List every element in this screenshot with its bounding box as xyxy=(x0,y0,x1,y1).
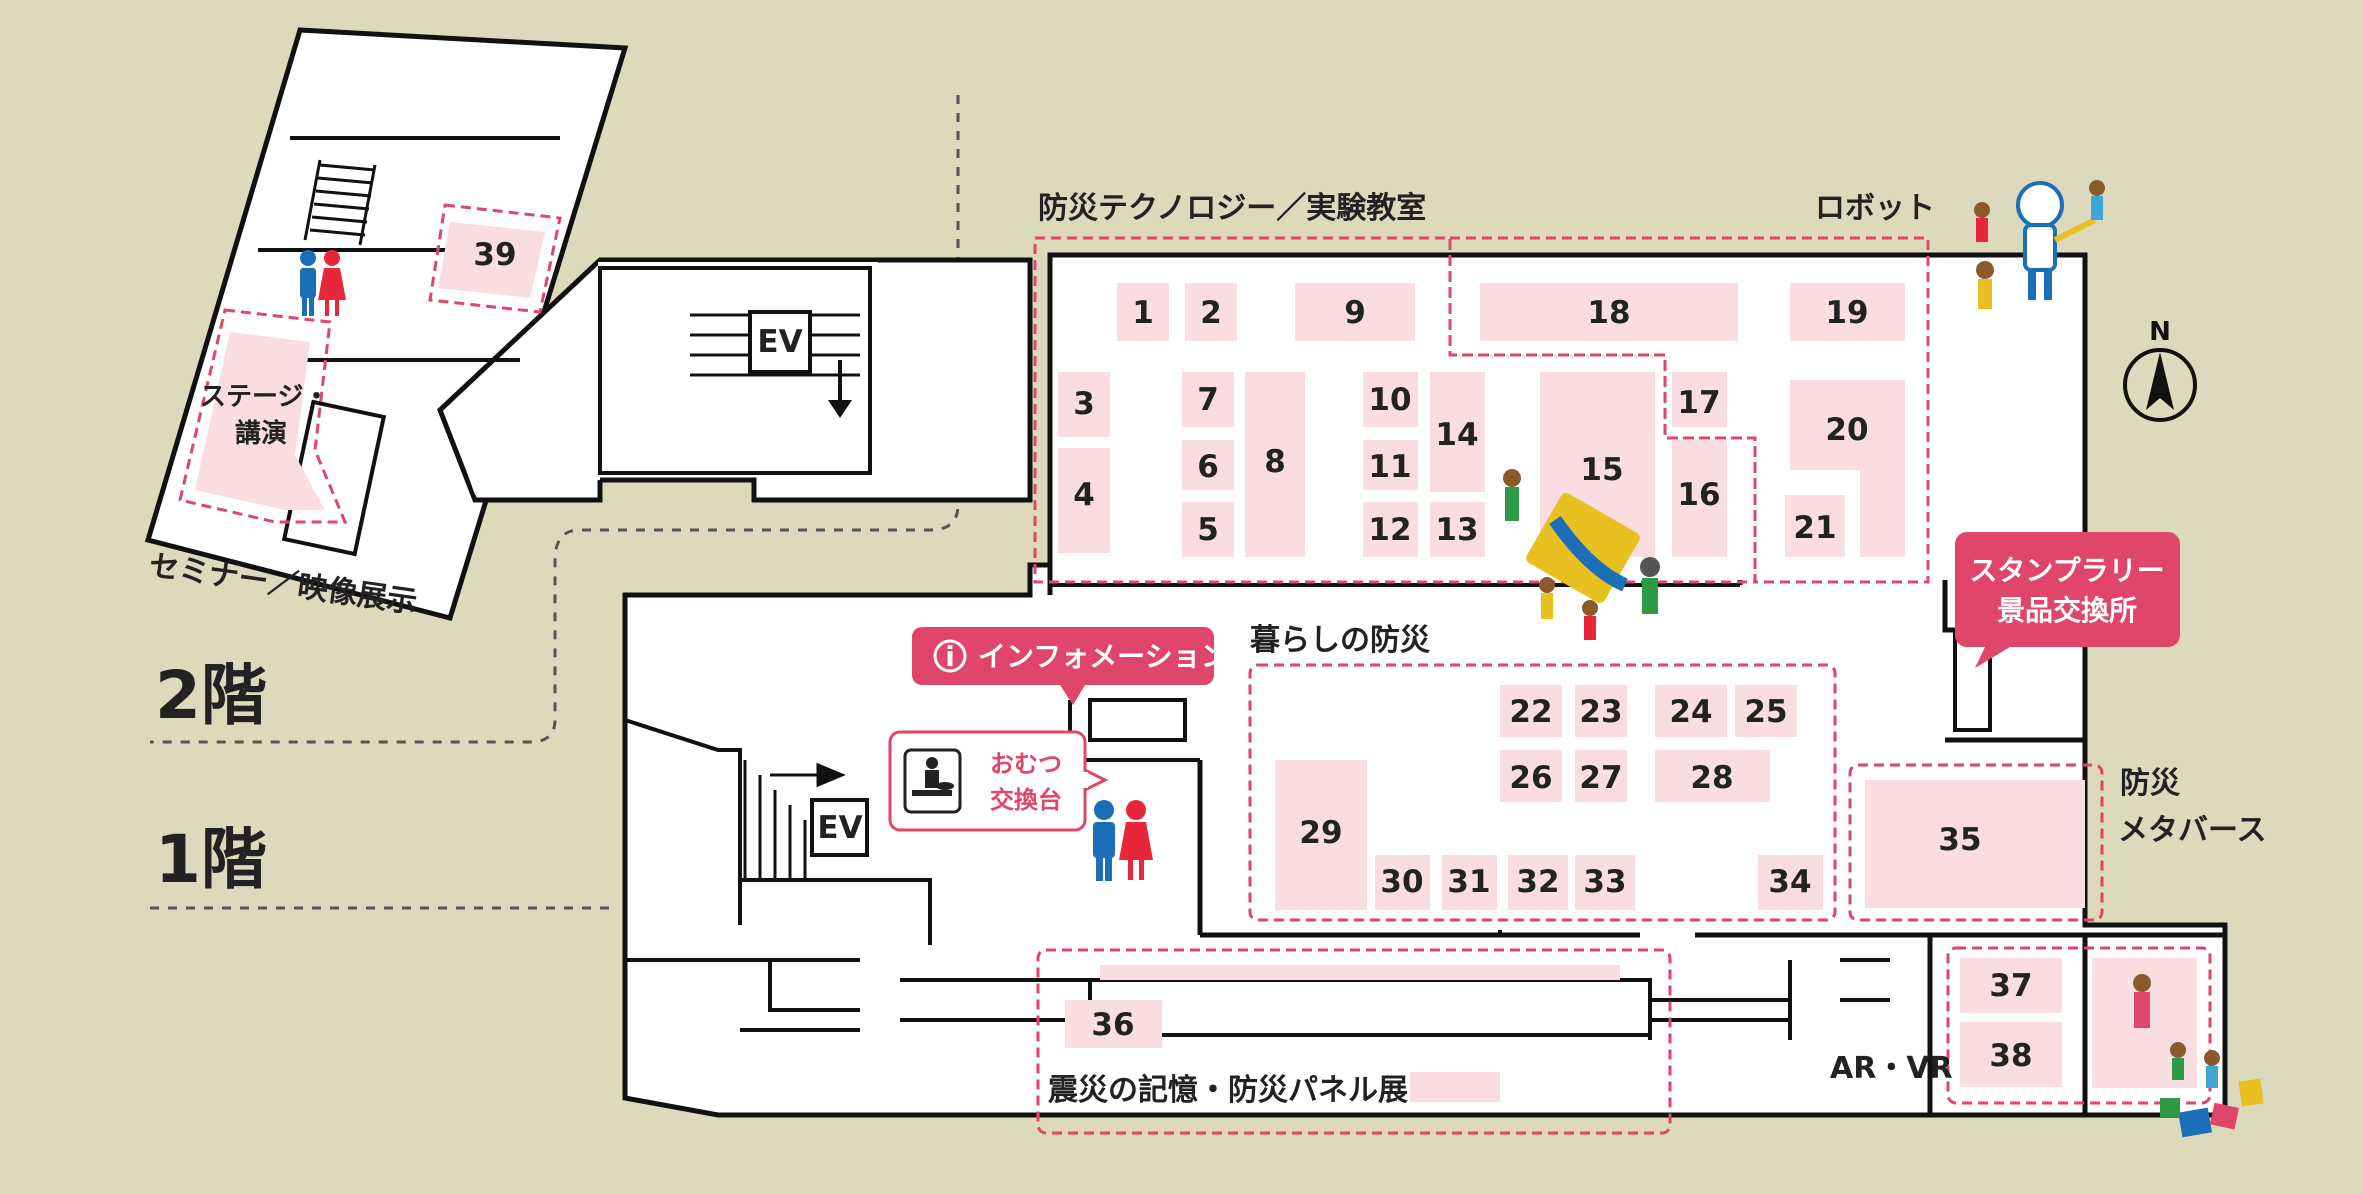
diaper-label-2: 交換台 xyxy=(990,786,1062,814)
booth-12: 12 xyxy=(1368,512,1411,548)
floor1-zones xyxy=(1033,236,2212,1135)
booth-23: 23 xyxy=(1579,694,1622,730)
booth-15: 15 xyxy=(1580,452,1623,488)
booth-32: 32 xyxy=(1516,864,1559,900)
booth-27: 27 xyxy=(1579,760,1622,796)
booth-9: 9 xyxy=(1344,295,1366,331)
zone-life-label: 暮らしの防災 xyxy=(1250,623,1431,658)
elevator-2f-label: EV xyxy=(757,324,802,360)
booth-6: 6 xyxy=(1197,449,1219,485)
booth-3: 3 xyxy=(1073,386,1095,422)
zone-stage-label-1: ステージ・ xyxy=(200,382,329,412)
booth-26: 26 xyxy=(1509,760,1552,796)
booth-34: 34 xyxy=(1768,864,1811,900)
booth-37: 37 xyxy=(1989,968,2032,1004)
booth-11: 11 xyxy=(1368,449,1411,485)
booth-19: 19 xyxy=(1825,295,1868,331)
zone-stage-label-2: 講演 xyxy=(235,418,287,449)
floor2-booth-fills xyxy=(195,222,545,510)
people-illustration xyxy=(1503,469,2264,1138)
stairs-icon xyxy=(743,760,846,880)
booth-2: 2 xyxy=(1200,295,1222,331)
diaper-changing-icon xyxy=(903,748,962,814)
zone-tech-label: 防災テクノロジー／実験教室 xyxy=(1038,191,1426,226)
zone-arvr-label: AR・VR xyxy=(1830,1051,1953,1086)
stamp-rally-label-2: 景品交換所 xyxy=(1997,594,2137,627)
booth-25: 25 xyxy=(1744,694,1787,730)
elevator-1f-label: EV xyxy=(817,810,862,846)
booth-21: 21 xyxy=(1793,510,1836,546)
floor-2-label: 2階 xyxy=(155,657,267,734)
zone-metaverse-label-1: 防災 xyxy=(2120,766,2181,801)
stairs-icon xyxy=(303,159,377,246)
information-label: インフォメーション xyxy=(978,640,1229,673)
booth-16: 16 xyxy=(1677,477,1720,513)
robot-illustration xyxy=(1974,180,2105,309)
booth-38: 38 xyxy=(1989,1038,2032,1074)
booth-13: 13 xyxy=(1435,512,1478,548)
booth-39: 39 xyxy=(473,237,516,273)
compass-label: N xyxy=(2149,317,2171,347)
diaper-changing-callout: おむつ 交換台 xyxy=(888,730,1109,832)
booth-31: 31 xyxy=(1447,864,1490,900)
booth-5: 5 xyxy=(1197,512,1219,548)
booth-30: 30 xyxy=(1380,864,1423,900)
booth-22: 22 xyxy=(1509,694,1552,730)
booth-8: 8 xyxy=(1264,444,1286,480)
booth-7: 7 xyxy=(1197,382,1219,418)
booth-24: 24 xyxy=(1669,694,1712,730)
booth-28: 28 xyxy=(1690,760,1733,796)
svg-text:i: i xyxy=(945,640,955,673)
zone-robot-label: ロボット xyxy=(1815,191,1935,226)
stamp-rally-callout[interactable]: スタンプラリー 景品交換所 xyxy=(1955,532,2180,668)
booth-4: 4 xyxy=(1073,477,1095,513)
booth-20: 20 xyxy=(1825,412,1868,448)
booth-29: 29 xyxy=(1299,815,1342,851)
floor-divider-lines xyxy=(150,95,960,910)
booth-14: 14 xyxy=(1435,417,1478,453)
info-icon: i xyxy=(933,639,967,673)
stamp-rally-label-1: スタンプラリー xyxy=(1969,554,2164,587)
zone-memory-label: 震災の記憶・防災パネル展 xyxy=(1048,1073,1408,1108)
diaper-label-1: おむつ xyxy=(990,750,1062,778)
floor-1-label: 1階 xyxy=(155,821,267,898)
booth-36: 36 xyxy=(1091,1007,1134,1043)
booth-1: 1 xyxy=(1132,295,1154,331)
booth-35: 35 xyxy=(1938,822,1981,858)
booth-33: 33 xyxy=(1583,864,1626,900)
booth-17: 17 xyxy=(1677,385,1720,421)
north-arrow-icon: N xyxy=(2123,317,2197,422)
restroom-icon xyxy=(300,250,1153,881)
booth-10: 10 xyxy=(1368,382,1411,418)
booth-18: 18 xyxy=(1587,295,1630,331)
information-callout[interactable]: i インフォメーション xyxy=(912,627,1229,705)
zone-metaverse-label-2: メタバース xyxy=(2118,813,2267,848)
floor2-zones xyxy=(178,203,562,524)
